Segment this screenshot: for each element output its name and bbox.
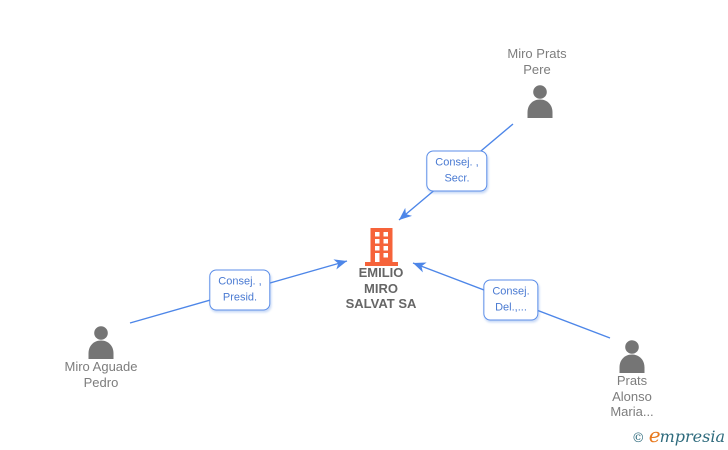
node-miro-prats-pere[interactable] (526, 85, 554, 118)
person-icon (527, 85, 553, 118)
building-icon (365, 228, 398, 266)
company-name-label[interactable]: EMILIO MIRO SALVAT SA (345, 265, 417, 311)
logo-brand-initial: e (648, 423, 661, 447)
copyright-icon: © (631, 431, 645, 446)
person-name-miro-aguade-pedro[interactable]: Miro Aguade Pedro (64, 359, 138, 390)
node-prats-alonso-maria[interactable] (618, 340, 646, 373)
person-name-prats-alonso-maria[interactable]: Prats Alonso Maria... (610, 373, 654, 419)
edge-label-consej-secr[interactable]: Consej. , Secr. (426, 150, 488, 192)
logo-brand-rest: mpresia (659, 427, 725, 446)
node-miro-aguade-pedro[interactable] (87, 326, 115, 359)
person-icon (619, 340, 645, 373)
empresia-logo[interactable]: © e mpresia (631, 423, 725, 447)
person-icon (88, 326, 114, 359)
edge-label-consej-del[interactable]: Consej. Del.,... (483, 279, 539, 321)
edge-label-consej-presid[interactable]: Consej. , Presid. (209, 269, 271, 311)
node-company[interactable] (365, 228, 398, 266)
person-name-miro-prats-pere[interactable]: Miro Prats Pere (507, 46, 567, 77)
